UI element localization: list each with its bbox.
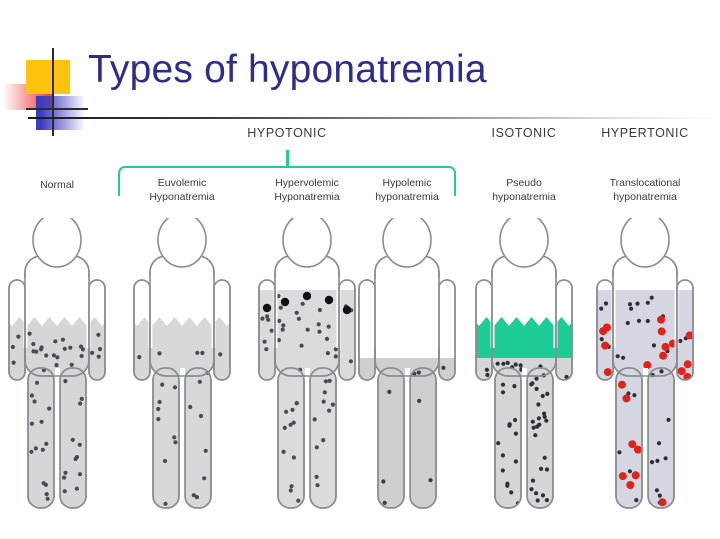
column-label-line1: Pseudo (506, 177, 542, 189)
title-divider (28, 117, 720, 119)
column-label-line1: Translocational (609, 177, 681, 189)
logo-vertical-line (52, 48, 54, 136)
column-label-hypervolemic: Hypervolemic Hyponatremia (252, 176, 362, 204)
column-label-pseudo: Pseudo hyponatremia (474, 176, 574, 204)
column-label-line1: Normal (40, 179, 74, 191)
tonicity-header-isotonic: ISOTONIC (491, 126, 557, 140)
tonicity-header-hypotonic: HYPOTONIC (247, 126, 327, 140)
logo-blue-square-icon (36, 96, 88, 130)
column-label-euvolemic: Euvolemic Hyponatremia (132, 176, 232, 204)
column-label-line1: Euvolemic (157, 177, 207, 189)
figure-pseudo (464, 218, 584, 518)
figure-normal (0, 218, 117, 518)
figure-hypervolemic (247, 218, 367, 518)
template-logo (0, 48, 130, 136)
figure-hypolemic (347, 218, 467, 518)
figure-translocational (585, 218, 705, 518)
column-label-normal: Normal (17, 178, 97, 192)
tonicity-header-hypertonic: HYPERTONIC (601, 126, 689, 140)
bracket-stem (286, 150, 289, 168)
column-label-line2: Hyponatremia (149, 191, 215, 203)
column-label-line2: hyponatremia (375, 191, 439, 203)
figure-euvolemic (122, 218, 242, 518)
column-label-line2: hyponatremia (613, 191, 677, 203)
column-label-line2: Hyponatremia (274, 191, 340, 203)
page-title: Types of hyponatremia (88, 48, 487, 91)
hypotonic-bracket (118, 166, 456, 196)
column-label-line1: Hypervolemic (275, 177, 339, 189)
column-label-translocational: Translocational hyponatremia (585, 176, 705, 204)
logo-horizontal-line (26, 108, 88, 110)
column-label-hypolemic: Hypolemic hyponatremia (357, 176, 457, 204)
column-label-line2: hyponatremia (492, 191, 556, 203)
column-label-line1: Hypolemic (382, 177, 432, 189)
logo-yellow-square-icon (26, 60, 70, 94)
